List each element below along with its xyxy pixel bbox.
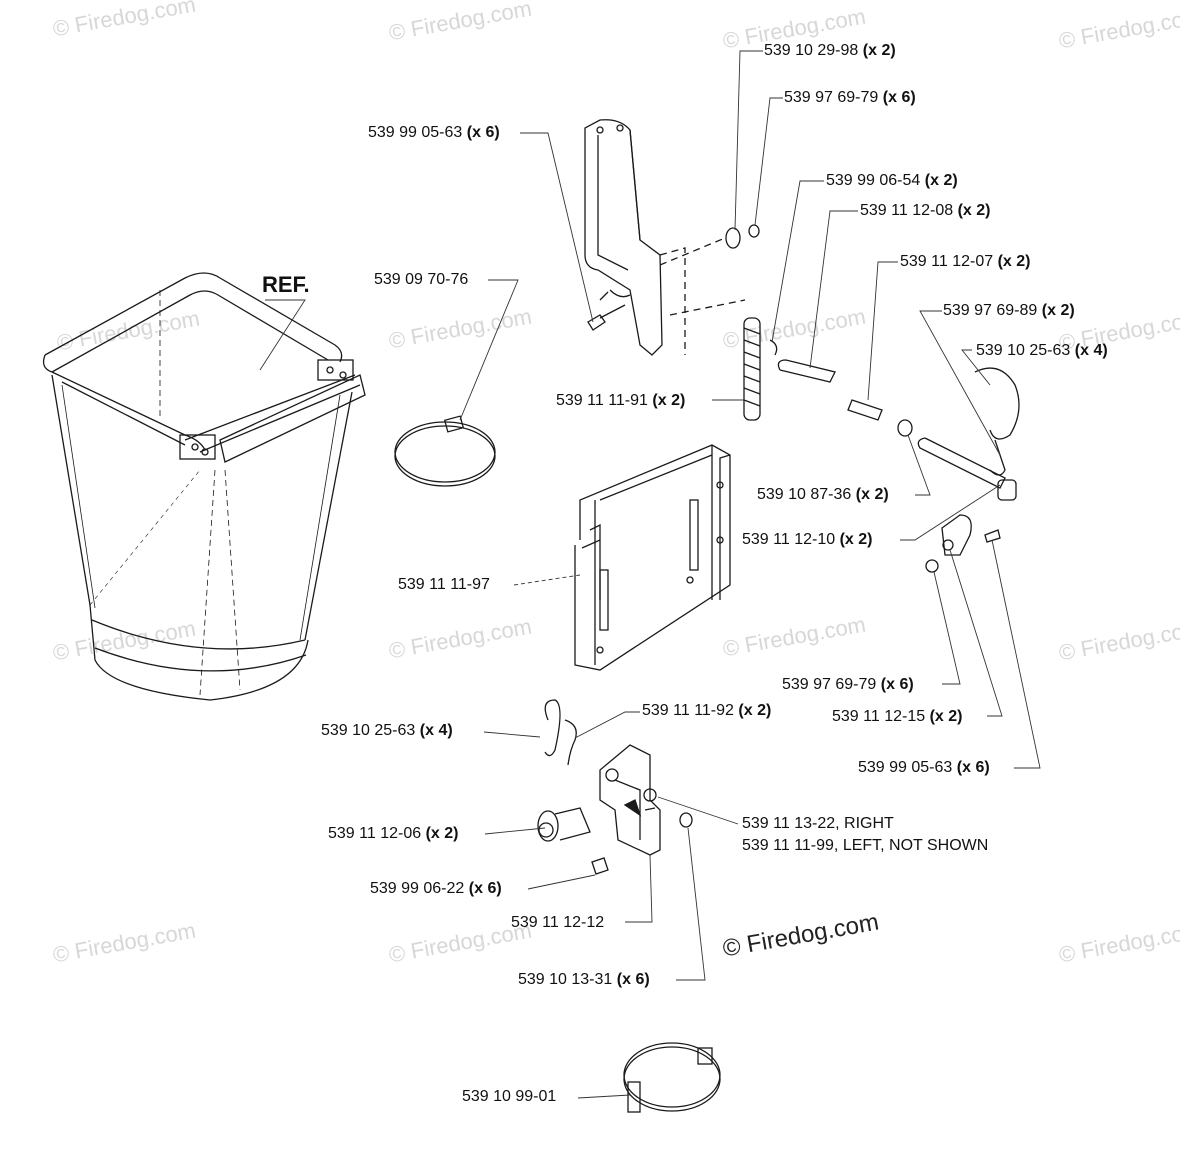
callout-label: 539 99 06-54 (x 2) <box>826 172 958 189</box>
latch-assembly-drawing <box>599 744 693 856</box>
callout-label: 539 09 70-76 <box>374 271 469 288</box>
clevis-pin-drawing <box>537 807 591 842</box>
callout-label: 539 11 11-91 (x 2) <box>556 392 686 409</box>
mount-plate-drawing <box>574 444 731 671</box>
callout-label: 539 10 29-98 (x 2) <box>764 42 896 59</box>
callout-label: 539 97 69-79 (x 6) <box>782 676 914 693</box>
cotter-pin-lower-drawing <box>564 719 577 766</box>
callout-label: 539 10 13-31 (x 6) <box>518 971 650 988</box>
callout-label: 539 11 11-92 (x 2) <box>642 702 772 719</box>
spring-drawing <box>743 317 761 421</box>
callout-label: 539 11 11-99, LEFT, NOT SHOWN <box>742 837 989 854</box>
callout-label: 539 99 05-63 (x 6) <box>368 124 500 141</box>
callout-label: 539 11 12-12 <box>511 914 605 931</box>
lynch-pin-lower-drawing <box>544 699 561 757</box>
flange-bolt-drawing <box>591 857 609 875</box>
callout-label: 539 97 69-89 (x 2) <box>943 302 1075 319</box>
callout-label: 539 10 87-36 (x 2) <box>757 486 889 503</box>
lynch-pin-drawing <box>974 367 1020 440</box>
leader-lines <box>259 50 1041 1099</box>
bag-drawing <box>42 272 366 701</box>
nut-drawing <box>748 224 760 238</box>
callout-label: 539 11 12-10 (x 2) <box>742 531 873 548</box>
pivot-plate-drawing <box>925 514 1001 573</box>
callout-label: 539 10 99-01 <box>462 1088 557 1105</box>
hose-clamp-drawing <box>394 415 496 487</box>
callout-label: 539 10 25-63 (x 4) <box>321 722 453 739</box>
callout-label: 539 11 12-15 (x 2) <box>832 708 963 725</box>
upright-plate-drawing <box>584 119 746 356</box>
callout-label: 539 10 25-63 (x 4) <box>976 342 1108 359</box>
callout-label: 539 99 05-63 (x 6) <box>858 759 990 776</box>
ref-label: REF. <box>262 272 310 297</box>
callout-label: 539 11 12-06 (x 2) <box>328 825 459 842</box>
cotter-pin-drawing <box>769 339 778 356</box>
callout-label: 539 99 06-22 (x 6) <box>370 880 502 897</box>
washer-drawing <box>725 227 741 249</box>
callout-label: 539 11 11-97 <box>398 576 490 593</box>
callout-label: 539 11 12-08 (x 2) <box>860 202 991 219</box>
callout-label: 539 11 13-22, RIGHT <box>742 815 894 832</box>
rod-drawing <box>777 359 1017 501</box>
callout-label: 539 97 69-79 (x 6) <box>784 89 916 106</box>
band-clamp-drawing <box>623 1042 721 1113</box>
callout-label: 539 11 12-07 (x 2) <box>900 253 1031 270</box>
